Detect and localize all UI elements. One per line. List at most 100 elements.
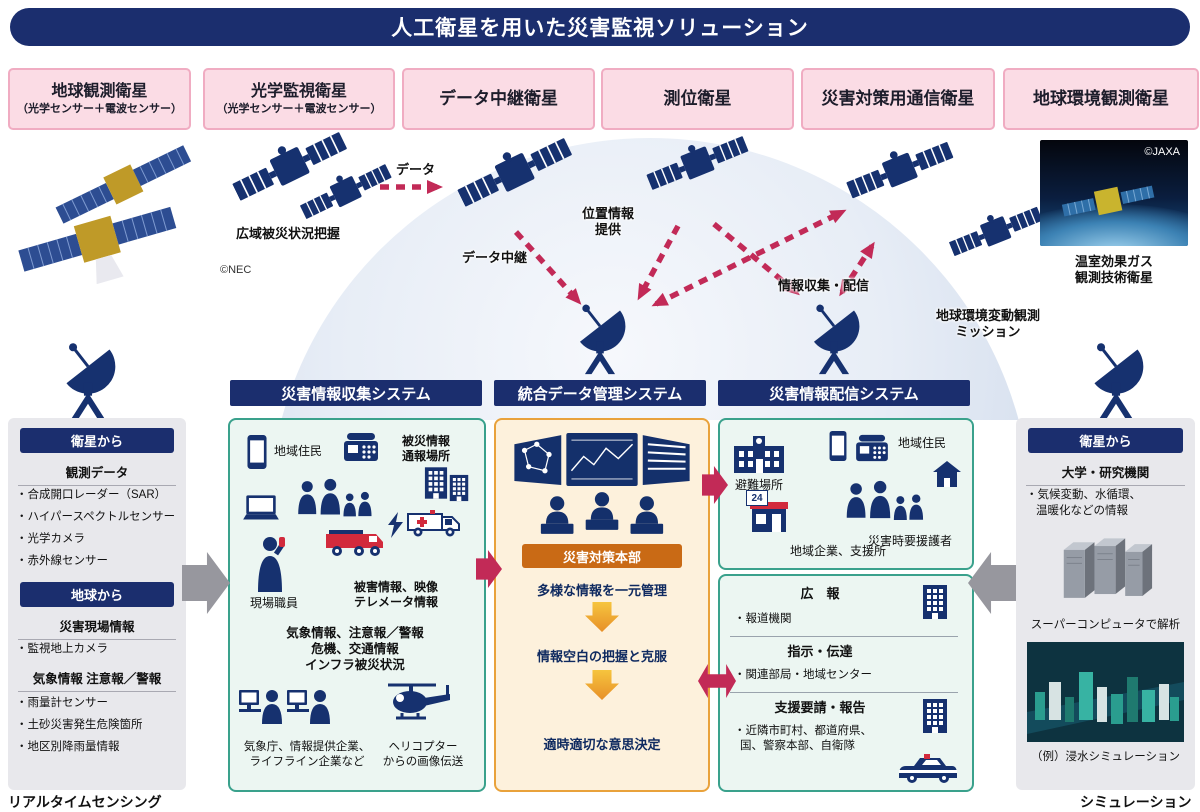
left-panel-header-from-ground: 地球から bbox=[20, 582, 174, 607]
label-info-collect-distribute: 情報収集・配信 bbox=[778, 278, 870, 293]
label-neighboring-govs-2: 国、警察本部、自衛隊 bbox=[740, 740, 855, 752]
label-local-business: 地域企業、支援所 bbox=[789, 544, 886, 558]
family-group-icon bbox=[292, 478, 376, 526]
satellite-box-label: データ中継衛星 bbox=[439, 88, 558, 108]
left-panel-item: ・土砂災害発生危険箇所 bbox=[16, 719, 143, 731]
distribution-targets-panel: 避難場所 地域住民 24 地域企業、支援所 災害時要援護者 bbox=[718, 418, 974, 570]
left-panel-item: ・ハイパースペクトルセンサー bbox=[16, 511, 176, 523]
page-title: 人工衛星を用いた災害監視ソリューション bbox=[391, 17, 809, 40]
down-arrow-icon bbox=[585, 602, 619, 632]
left-panel-item: ・赤外線センサー bbox=[16, 555, 108, 567]
satellite-box-environment-observation: 地球環境観測衛星 bbox=[1003, 68, 1199, 130]
label-data-relay: データ中継 bbox=[462, 250, 528, 265]
label-ghg-1: 温室効果ガス bbox=[1074, 254, 1153, 269]
down-arrow-icon bbox=[585, 670, 619, 700]
label-public-relations: 広 報 bbox=[800, 586, 840, 601]
footer-simulation: シミュレーション bbox=[1080, 794, 1192, 810]
left-panel-item: ・監視地上カメラ bbox=[16, 643, 108, 655]
header-collection-system: 災害情報収集システム bbox=[230, 380, 482, 406]
left-panel-observation-title: 観測データ bbox=[18, 462, 176, 486]
right-panel-item: 温暖化などの情報 bbox=[1036, 505, 1128, 517]
management-system-panel: 災害対策本部 多様な情報を一元管理 情報空白の把握と克服 適時適切な意思決定 bbox=[494, 418, 710, 792]
flow-arrow-simulation-to-distribution bbox=[968, 552, 1016, 614]
header-distribution-system: 災害情報配信システム bbox=[718, 380, 970, 406]
header-collection-system-label: 災害情報収集システム bbox=[281, 385, 431, 403]
left-panel-site-title: 災害現場情報 bbox=[18, 616, 176, 640]
label-agencies-2: ライフライン企業など bbox=[249, 756, 365, 768]
right-panel-item: ・気候変動、水循環、 bbox=[1026, 489, 1141, 501]
label-wide-area-damage: 広域被災状況把握 bbox=[236, 226, 341, 241]
label-report-place-1: 被災情報 bbox=[401, 434, 450, 448]
label-media-orgs: ・報道機関 bbox=[734, 613, 792, 625]
right-panel-header-from-satellite: 衛星から bbox=[1028, 428, 1183, 453]
left-panel-item: ・雨量計センサー bbox=[16, 697, 108, 709]
phone-icon bbox=[856, 434, 888, 462]
label-shelter: 避難場所 bbox=[734, 478, 783, 492]
right-panel-university-title: 大学・研究機関 bbox=[1026, 462, 1185, 486]
label-supercomputer-analysis: スーパーコンピュータで解析 bbox=[1030, 619, 1181, 631]
satellite-box-label: 地球観測衛星 bbox=[51, 82, 148, 100]
smartphone-icon bbox=[829, 430, 847, 462]
label-data: データ bbox=[396, 162, 436, 177]
phone-icon bbox=[344, 433, 378, 461]
label-sim-caption: （例）浸水シミュレーション bbox=[1030, 751, 1181, 763]
satellite-box-data-relay: データ中継衛星 bbox=[402, 68, 595, 130]
smartphone-icon bbox=[247, 435, 267, 469]
jaxa-credit: ©JAXA bbox=[1144, 146, 1180, 158]
helicopter-icon bbox=[386, 683, 452, 720]
laptop-icon bbox=[243, 495, 279, 520]
building-icon bbox=[449, 474, 469, 502]
earth-observation-satellites-illustration bbox=[18, 145, 192, 284]
label-ghg-2: 観測技術衛星 bbox=[1074, 270, 1153, 285]
label-report-place-2: 通報場所 bbox=[401, 449, 450, 463]
ground-dish-icon-left bbox=[50, 334, 126, 418]
satellite-box-earth-observation: 地球観測衛星 （光学センサー＋電波センサー） bbox=[8, 68, 191, 130]
satellite-box-label: 光学監視衛星 bbox=[250, 82, 347, 100]
label-helicopter-1: ヘリコプター bbox=[388, 741, 458, 753]
management-point-1: 多様な情報を一元管理 bbox=[536, 583, 667, 598]
label-damage-info-1: 被害情報、映像 bbox=[353, 580, 438, 594]
label-met-info-1: 気象情報、注意報／警報 bbox=[286, 626, 424, 640]
building-icon bbox=[424, 467, 448, 499]
jaxa-satellite-photo: ©JAXA bbox=[1040, 140, 1188, 246]
label-support-requests: 支援要請・報告 bbox=[774, 700, 866, 715]
separator bbox=[730, 692, 958, 693]
police-car-icon bbox=[899, 754, 957, 783]
page-title-banner: 人工衛星を用いた災害監視ソリューション bbox=[10, 8, 1190, 46]
satellite-box-positioning: 測位衛星 bbox=[601, 68, 794, 130]
label-position-info-2: 提供 bbox=[594, 222, 621, 237]
label-related-departments: ・関連部局・地域センター bbox=[734, 669, 872, 681]
label-local-residents: 地域住民 bbox=[274, 444, 323, 458]
nec-credit: ©NEC bbox=[220, 264, 252, 276]
left-sensing-panel: 衛星から 観測データ ・合成開口レーダー（SAR） ・ハイパースペクトルセンサー… bbox=[8, 418, 186, 790]
satellite-box-label: 測位衛星 bbox=[663, 88, 732, 108]
left-panel-item: ・合成開口レーダー（SAR） bbox=[16, 489, 167, 501]
family-group-icon bbox=[840, 480, 928, 530]
ambulance-icon bbox=[407, 509, 460, 538]
flow-arrow-sensing-to-collection bbox=[182, 552, 230, 614]
ground-dish-icon-a bbox=[566, 296, 634, 375]
left-panel-header-from-satellite: 衛星から bbox=[20, 428, 174, 453]
control-room-icon bbox=[513, 432, 691, 535]
label-instructions: 指示・伝達 bbox=[787, 644, 853, 659]
label-agencies-1: 気象庁、情報提供企業、 bbox=[243, 741, 371, 753]
left-panel-weather-title: 気象情報 注意報／警報 bbox=[18, 668, 176, 692]
management-point-2: 情報空白の把握と克服 bbox=[536, 649, 667, 664]
collection-system-panel: 地域住民 被災情報 通報場所 現場職員 被害情報、映像 テレメータ情報 気象情報… bbox=[228, 418, 486, 792]
label-local-residents: 地域住民 bbox=[898, 436, 947, 450]
satellite-box-disaster-comms: 災害対策用通信衛星 bbox=[801, 68, 995, 130]
label-position-info-1: 位置情報 bbox=[581, 206, 634, 221]
satellite-box-optical-monitoring: 光学監視衛星 （光学センサー＋電波センサー） bbox=[203, 68, 395, 130]
ground-dish-icon-b bbox=[800, 296, 868, 375]
lightning-icon bbox=[388, 512, 403, 538]
operator-desk-icon bbox=[239, 690, 282, 724]
header-management-system-label: 統合データ管理システム bbox=[517, 385, 683, 403]
label-helicopter-2: からの画像伝送 bbox=[382, 756, 464, 768]
label-met-info-2: 危機、交通情報 bbox=[311, 642, 399, 656]
satellite-box-sublabel: （光学センサー＋電波センサー） bbox=[17, 103, 182, 115]
label-neighboring-govs-1: ・近隣市町村、都道府県、 bbox=[734, 725, 872, 737]
ground-dish-icon-right bbox=[1078, 334, 1154, 418]
label-field-staff: 現場職員 bbox=[249, 596, 298, 610]
flood-simulation-image bbox=[1027, 642, 1184, 742]
fire-truck-icon bbox=[326, 530, 383, 556]
